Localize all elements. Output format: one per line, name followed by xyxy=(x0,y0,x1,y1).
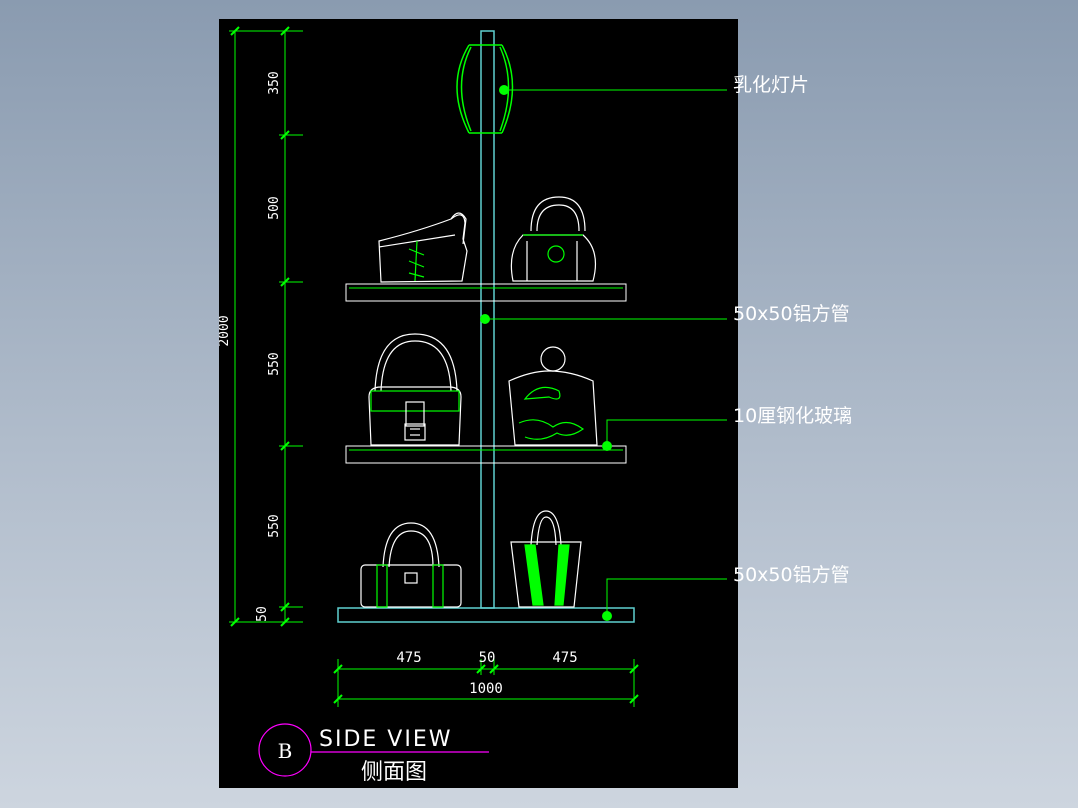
view-marker-letter: B xyxy=(278,739,293,763)
leader-dot xyxy=(602,441,612,451)
dim-width-right: 475 xyxy=(552,650,577,666)
dimension-tick xyxy=(280,277,290,287)
handbag-bottom-left xyxy=(360,522,462,608)
horizontal-dimension-chain xyxy=(333,659,639,707)
dim-segment-3: 550 xyxy=(267,352,282,375)
dimension-tick xyxy=(280,130,290,140)
dimension-tick xyxy=(280,617,290,627)
dimension-tick xyxy=(230,617,240,627)
dim-width-left: 475 xyxy=(396,650,421,666)
dim-width-pole: 50 xyxy=(479,650,496,666)
handbag-bottom-right xyxy=(510,510,582,608)
dim-total-width: 1000 xyxy=(469,681,503,697)
base-tube xyxy=(337,607,635,623)
dimension-tick xyxy=(280,26,290,36)
leader-dot xyxy=(499,85,509,95)
dimension-tick xyxy=(629,664,639,674)
dim-segment-4: 550 xyxy=(267,514,282,537)
dim-segment-2: 500 xyxy=(267,196,282,219)
leader-line-base xyxy=(606,578,727,616)
dim-segment-1: 350 xyxy=(267,71,282,94)
drawing-sheet: 2000 350 500 550 550 50 xyxy=(219,19,852,788)
light-panel-right xyxy=(501,44,514,134)
view-marker-circle xyxy=(258,723,312,777)
handbag-middle-left xyxy=(368,333,462,446)
dimension-tick xyxy=(333,664,343,674)
callout-pole: 50x50铝方管 xyxy=(733,303,850,325)
callout-glass: 10厘钢化玻璃 xyxy=(733,405,853,427)
glass-shelf-top xyxy=(345,283,627,302)
dimension-tick xyxy=(280,602,290,612)
dimension-tick xyxy=(333,694,343,704)
side-view-drawing: 2000 350 500 550 550 50 xyxy=(219,26,727,785)
handbag-middle-right xyxy=(508,346,598,446)
dim-total-height: 2000 xyxy=(219,315,232,346)
dimension-tick xyxy=(230,26,240,36)
vertical-dimension-chain xyxy=(229,26,303,627)
callout-base-tube: 50x50铝方管 xyxy=(733,564,850,586)
light-panel-left xyxy=(456,44,470,134)
leader-dot xyxy=(602,611,612,621)
light-panel-right-inner xyxy=(499,46,510,132)
dimension-tick xyxy=(629,694,639,704)
callout-light-panel: 乳化灯片 xyxy=(733,74,810,96)
glass-shelf-middle xyxy=(345,445,627,464)
dim-segment-5: 50 xyxy=(255,606,270,622)
light-panel xyxy=(456,44,514,134)
leader-line-glass xyxy=(606,419,727,446)
handbag-top-right xyxy=(510,196,596,282)
view-title-cn: 侧面图 xyxy=(361,760,427,785)
handbag-top-left xyxy=(378,212,468,283)
dimension-tick xyxy=(280,441,290,451)
title-block: B SIDE VIEW 侧面图 xyxy=(258,723,489,785)
dimension-tick xyxy=(476,664,486,674)
view-title-en: SIDE VIEW xyxy=(319,727,452,752)
leader-dot xyxy=(480,314,490,324)
light-panel-left-inner xyxy=(460,46,472,132)
dimension-tick xyxy=(489,664,499,674)
